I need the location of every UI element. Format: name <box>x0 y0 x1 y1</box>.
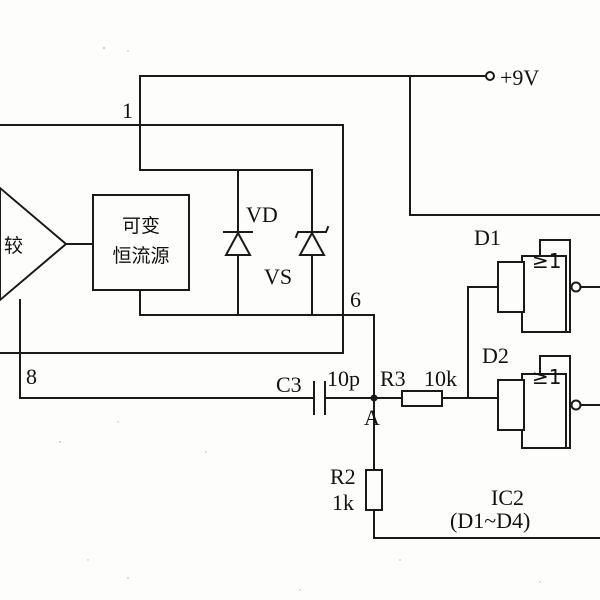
comparator-label: 较 <box>4 235 23 257</box>
d1-symbol: ≥1 <box>532 249 561 273</box>
node-a-junction <box>370 394 378 402</box>
current-source-line1: 可变 <box>122 215 160 237</box>
d1-ref-label: D1 <box>474 225 501 250</box>
r2-resistor-symbol <box>365 469 383 511</box>
r3-ref-label: R3 <box>380 366 406 391</box>
r3-value-label: 10k <box>424 366 457 391</box>
ic2-label-line2: (D1~D4) <box>450 508 530 533</box>
node-a-label: A <box>364 405 380 430</box>
wire-pin1-top <box>0 124 344 354</box>
wire-pin8 <box>19 299 313 399</box>
d1-nor-gate <box>497 239 582 333</box>
vd-diode-symbol <box>223 230 253 256</box>
pin-1-label: 1 <box>122 98 133 123</box>
r2-ref-label: R2 <box>330 464 356 489</box>
scan-noise <box>59 47 541 591</box>
power-terminal <box>485 71 495 81</box>
c3-value-label: 10p <box>327 366 360 391</box>
wire-power-right <box>409 75 600 216</box>
d2-symbol: ≥1 <box>532 365 561 389</box>
vs-zener-symbol <box>294 225 330 256</box>
wire-gate-inputs <box>467 286 499 399</box>
r3-resistor-symbol <box>401 390 443 407</box>
c3-capacitor-symbol <box>313 381 326 415</box>
d2-nor-gate <box>497 355 582 449</box>
vs-label: VS <box>264 264 292 289</box>
ic2-label-line1: IC2 <box>491 485 524 510</box>
c3-ref-label: C3 <box>276 372 302 397</box>
r2-value-label: 1k <box>332 490 354 515</box>
pin-6-label: 6 <box>350 287 361 312</box>
current-source-line2: 恒流源 <box>112 245 169 267</box>
vd-label: VD <box>246 202 278 227</box>
power-label: +9V <box>500 65 539 90</box>
comparator-symbol <box>0 186 68 302</box>
d2-ref-label: D2 <box>482 343 509 368</box>
current-source-box <box>92 194 190 291</box>
wire-power-rail <box>139 75 487 171</box>
pin-8-label: 8 <box>26 364 37 389</box>
wire-ground <box>373 509 600 539</box>
wire-diode-bottom <box>139 289 375 316</box>
